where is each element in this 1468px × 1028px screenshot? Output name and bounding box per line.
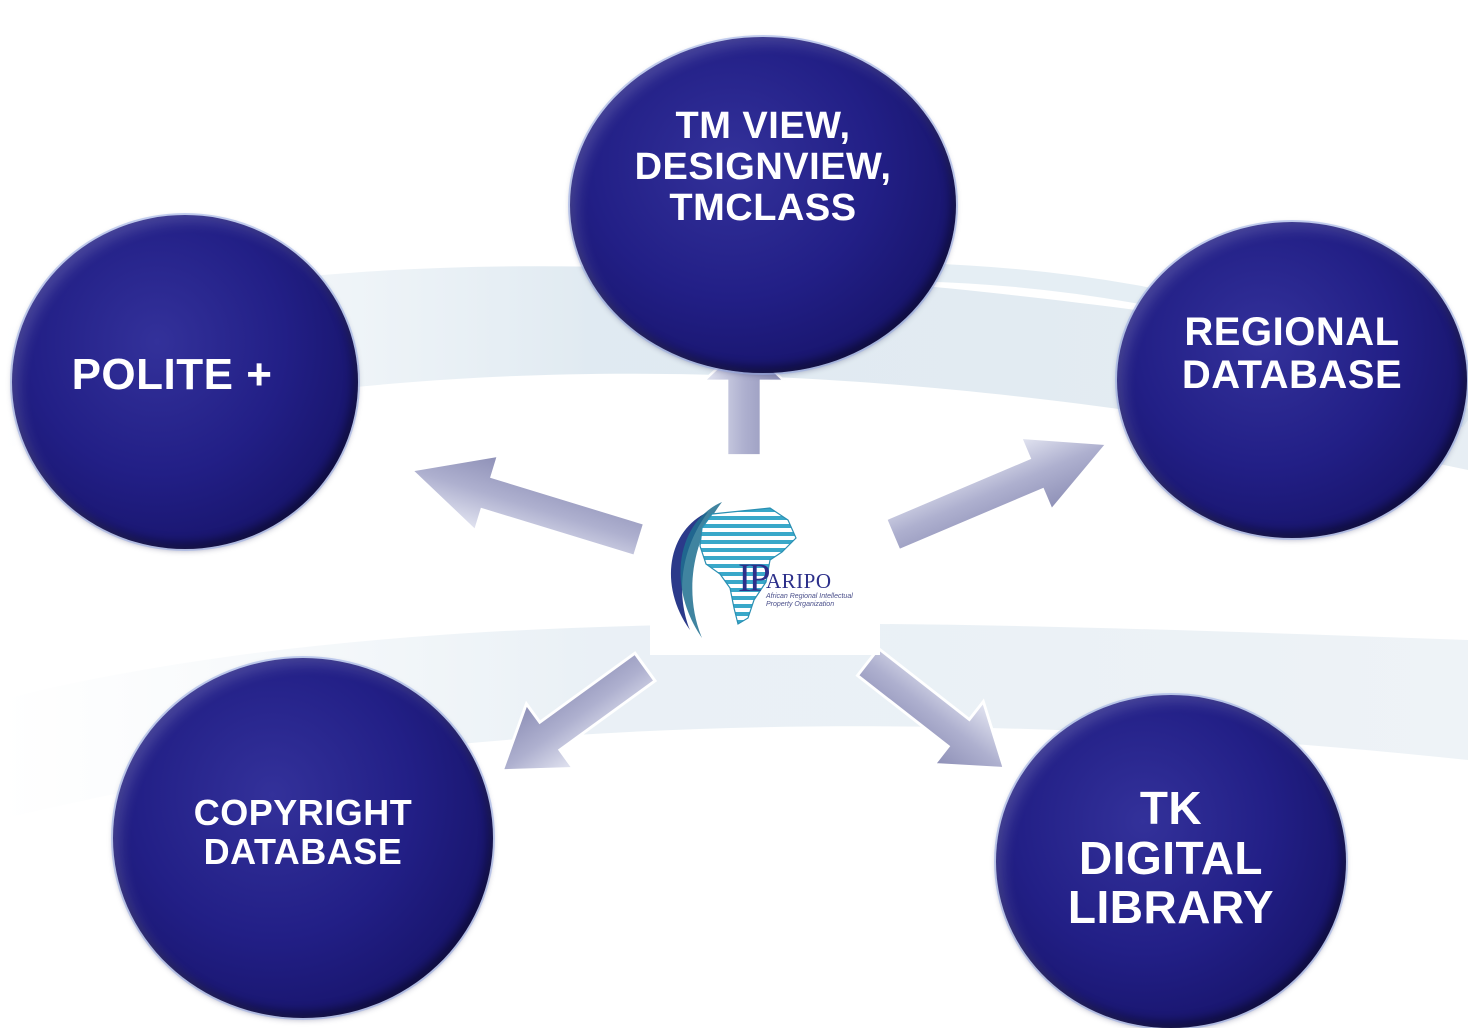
node-polite-plus: POLITE + [12,215,358,549]
node-label: TM VIEW, DESIGNVIEW, TMCLASS [634,104,892,230]
aripo-logo: IP ARIPO African Regional Intellectual P… [650,490,880,655]
logo-ip: IP [738,555,771,600]
node-tk-digital-library: TK DIGITAL LIBRARY [996,695,1346,1028]
node-tm-view: TM VIEW, DESIGNVIEW, TMCLASS [570,37,956,373]
node-label: TK DIGITAL LIBRARY [1067,781,1275,934]
node-regional-database: REGIONAL DATABASE [1117,222,1467,538]
node-label: POLITE + [71,350,273,400]
africa-map-icon [670,502,797,638]
node-label: COPYRIGHT DATABASE [193,792,413,872]
logo-acronym: ARIPO [766,569,832,593]
node-label: REGIONAL DATABASE [1181,309,1403,397]
node-copyright-database: COPYRIGHT DATABASE [113,658,493,1018]
logo-full-name: African Regional Intellectual Property O… [766,593,853,608]
